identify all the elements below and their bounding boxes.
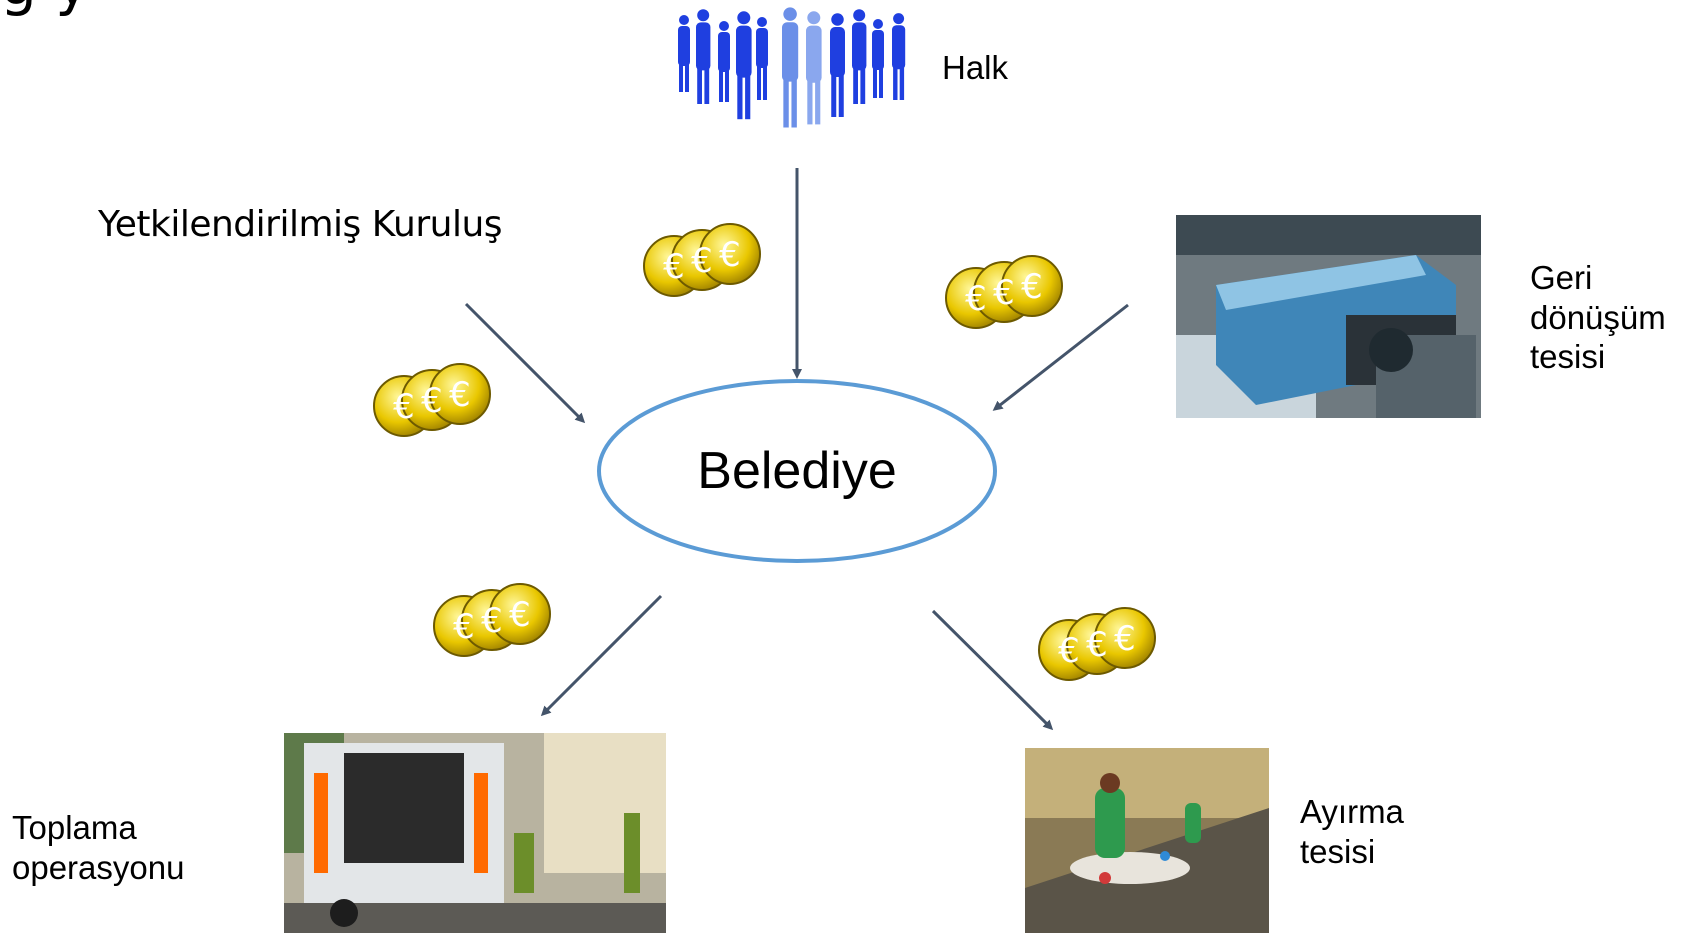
halk-label: Halk [942, 49, 1009, 86]
arrow-belediye-to-toplama [540, 594, 663, 717]
belediye-node: Belediye [596, 378, 998, 564]
people-crowd-image [672, 6, 922, 142]
yetkili-kurulus-label: Yetkilendirilmiş Kuruluş [98, 204, 503, 245]
arrow-geridonusum-to-belediye [992, 303, 1129, 411]
toplama-label: Toplama operasyonu [12, 809, 185, 886]
arrow-yetkili-to-belediye [464, 302, 586, 424]
geri-donusum-label: Geri dönüşüm tesisi [1530, 259, 1666, 376]
recycling-facility-image [1176, 215, 1481, 418]
belediye-label: Belediye [697, 442, 897, 500]
slide-title-partial: g y [0, 0, 90, 18]
ayirma-label: Ayırma tesisi [1300, 793, 1404, 870]
sorting-facility-image [1025, 748, 1269, 933]
collection-truck-image [284, 733, 666, 933]
arrow-belediye-to-ayirma [931, 609, 1054, 731]
